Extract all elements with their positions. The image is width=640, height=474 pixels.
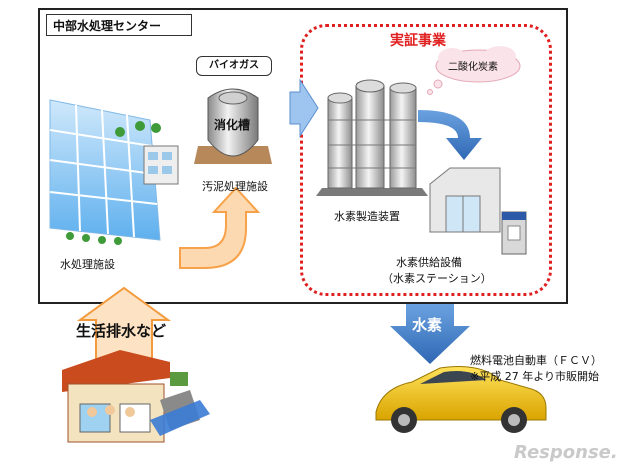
co2-label: 二酸化炭素 [448,62,498,73]
fcv-sale-note: ※平成 27 年より市販開始 [470,370,599,383]
hydrogen-station-label: （水素ステーション） [382,272,492,285]
household-illustration [62,350,210,443]
response-watermark: Response. [514,442,618,463]
wastewater-label: 生活排水など [76,322,167,340]
digester-tank-illustration [194,88,272,164]
sludge-facility-label: 汚泥処理施設 [202,180,268,193]
sludge-flow-arrow [179,186,261,269]
hydrogen-supply-label: 水素供給設備 [396,256,462,269]
hydrogen-transfer-arrow [418,110,482,160]
fcv-label: 燃料電池自動車（ＦＣＶ） [470,354,602,367]
digester-label: 消化槽 [214,118,251,132]
demo-project-boundary [300,24,552,296]
water-treatment-facility-illustration [49,99,179,245]
biogas-flow-arrow [289,78,319,138]
center-title: 中部水処理センター [46,14,192,36]
water-treatment-label: 水処理施設 [60,258,115,271]
demo-project-title: 実証事業 [390,33,446,49]
hydrogen-production-illustration [316,79,428,196]
co2-cloud-illustration [427,46,521,95]
hydrogen-arrow-label: 水素 [412,316,443,334]
biogas-label: バイオガス [196,56,272,76]
hydrogen-production-label: 水素製造装置 [334,210,400,223]
hydrogen-output-arrow [390,304,470,364]
hydrogen-station-illustration [429,167,527,255]
fcv-car-illustration [375,366,547,433]
